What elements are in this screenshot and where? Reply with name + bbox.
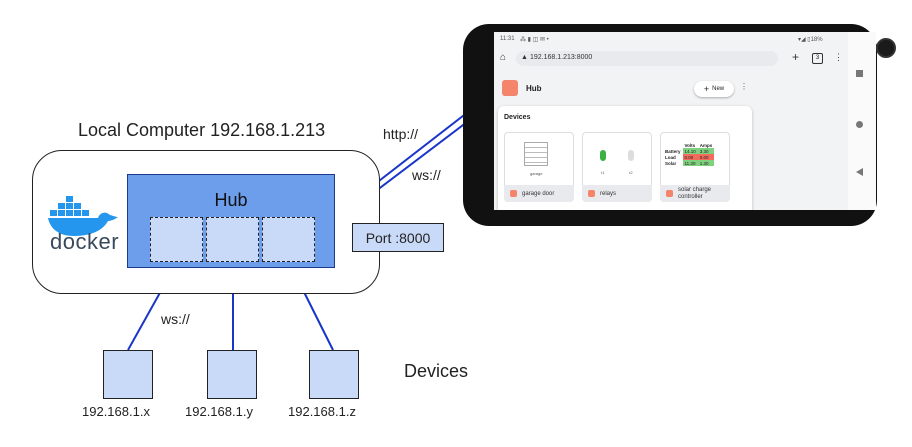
cell-volts: 11.30 (682, 160, 698, 166)
card-footer: relays (582, 185, 652, 202)
ws-devices-label: ws:// (161, 311, 190, 327)
relay-on-icon[interactable] (600, 150, 606, 161)
table-header: Amps (699, 142, 713, 148)
relay-off-icon[interactable] (628, 150, 634, 161)
card-title: garage door (522, 190, 555, 197)
hub-slot (262, 217, 315, 262)
hub-label: Hub (214, 190, 248, 210)
plus-icon: + (703, 84, 710, 94)
home-icon[interactable]: ⌂ (500, 52, 507, 63)
card-title: solar charge controller (678, 186, 712, 200)
devices-heading: Devices (504, 114, 531, 121)
camera-icon (876, 38, 896, 58)
battery-status: ▾◢ ▯18% (798, 37, 823, 43)
app-title: Hub (526, 84, 542, 93)
table-row: Load 0.00 0.00 (663, 154, 715, 160)
row-label: Battery (665, 148, 681, 154)
http-label: http:// (383, 126, 419, 142)
docker-whale-icon (48, 196, 118, 236)
relay-label: r1 (601, 170, 605, 175)
recents-icon[interactable] (856, 70, 863, 77)
device-icon (588, 190, 595, 197)
device-box (103, 350, 153, 399)
cell-amps: 3.30 (697, 148, 715, 154)
garage-thumb-label: garage (530, 171, 543, 176)
hub-slot (150, 217, 203, 262)
status-time: 11:31 (500, 36, 515, 42)
port-box: Port :8000 (352, 223, 444, 252)
phone-screen: 11:31 ⁂ ▮ ◫ ✉ • ▾◢ ▯18% ⌂ ▲ 192.168.1.21… (494, 32, 848, 210)
home-icon[interactable] (856, 121, 863, 128)
table-row: Battery 14.10 3.30 (663, 148, 715, 154)
status-icons: ⁂ ▮ ◫ ✉ • (520, 37, 549, 43)
cell-amps: 1.30 (697, 160, 715, 166)
device-icon (510, 190, 517, 197)
solar-table: Volts Amps Battery 14.10 3.30 Load 0.00 … (663, 142, 715, 166)
device-ip: 192.168.1.z (288, 404, 356, 419)
relay-label: r2 (629, 170, 633, 175)
device-box (309, 350, 359, 399)
device-ip: 192.168.1.x (82, 404, 150, 419)
table-thumbnail-icon (524, 142, 548, 166)
docker-logo-text: docker (50, 229, 120, 254)
row-label: Solar (665, 160, 677, 166)
app-menu-icon[interactable]: ⋮ (740, 82, 748, 91)
phone-nav-bar (848, 32, 876, 210)
device-ip: 192.168.1.y (185, 404, 253, 419)
new-button[interactable]: + New (694, 81, 734, 97)
new-tab-icon[interactable]: + (792, 50, 800, 64)
cell-volts: 0.00 (682, 154, 698, 160)
card-footer: solar charge controller (660, 185, 730, 202)
back-icon[interactable] (856, 168, 863, 176)
ws-phone-label: ws:// (412, 167, 441, 183)
cell-volts: 14.10 (682, 148, 698, 154)
table-header: Volts (684, 142, 696, 148)
app-logo-icon (502, 80, 518, 96)
browser-menu-icon[interactable]: ⋮ (834, 52, 843, 62)
hub-slot (206, 217, 259, 262)
local-computer-title: Local Computer 192.168.1.213 (78, 120, 326, 140)
url-text[interactable]: 192.168.1.213:8000 (530, 54, 593, 61)
cell-amps: 0.00 (697, 154, 715, 160)
card-title: relays (600, 190, 617, 197)
card-footer: garage door (504, 185, 574, 202)
new-button-label: New (712, 86, 725, 92)
device-box (207, 350, 257, 399)
devices-label: Devices (404, 361, 469, 381)
row-label: Load (665, 154, 676, 160)
tab-count[interactable]: 3 (812, 53, 823, 64)
table-row: Solar 11.30 1.30 (663, 160, 715, 166)
warning-icon: ▲ (521, 54, 528, 61)
device-icon (666, 190, 673, 197)
url-bar[interactable] (516, 51, 778, 66)
